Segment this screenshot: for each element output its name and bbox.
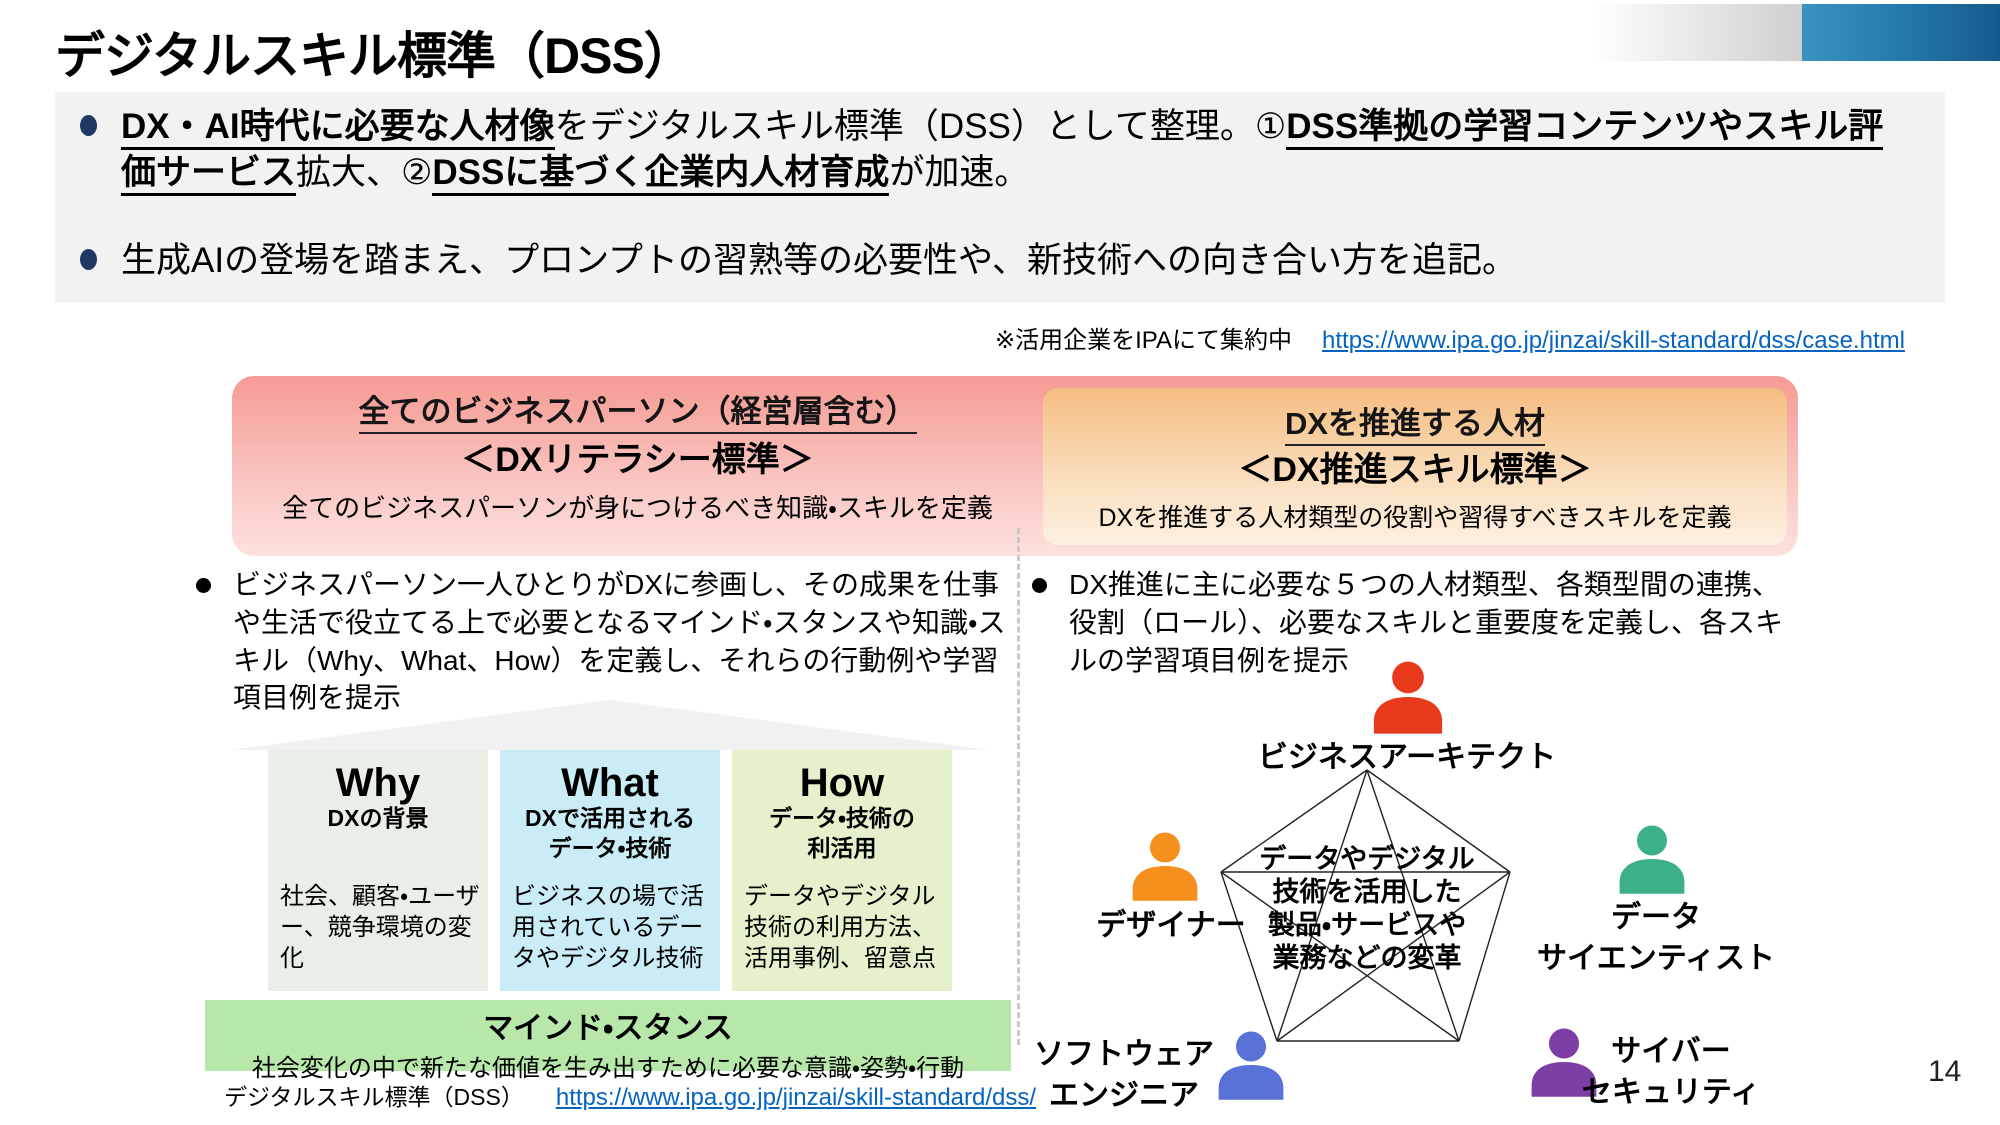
summary-bullet-1-text: DX・AI時代に必要な人材像をデジタルスキル標準（DSS）として整理。①DSS準… <box>121 104 1910 197</box>
how-subtitle: データ・技術の 利活用 <box>769 805 915 861</box>
footer-label: デジタルスキル標準（DSS） <box>224 1084 524 1110</box>
person-icon-designer <box>1132 832 1198 901</box>
mind-stance-description: 社会変化の中で新たな価値を生み出すために必要な意識・姿勢・行動 <box>251 1055 965 1082</box>
why-body: 社会、顧客・ユーザー、競争環境の変化 <box>280 883 480 973</box>
what-title: What <box>561 761 659 805</box>
summary-bullet-1: DX・AI時代に必要な人材像をデジタルスキル標準（DSS）として整理。①DSS準… <box>80 104 1910 197</box>
bullet-marker-icon <box>80 249 97 270</box>
role-label-business-architect: ビジネスアーキテクト <box>1257 741 1557 774</box>
promotion-audience-text: DXを推進する人材 <box>1284 406 1546 446</box>
bullet-marker-icon <box>80 115 97 136</box>
emphasized-text: DSS準拠の学習コンテンツやスキル評価サービス <box>121 107 1884 197</box>
role-label-cyber-security: サイバー セキュリティ <box>1581 1035 1761 1110</box>
column-divider <box>1017 528 1020 1045</box>
plain-text: をデジタルスキル標準（DSS）として整理。① <box>554 107 1287 146</box>
why-subtitle: DXの背景 <box>327 805 429 831</box>
person-icon-cyber-security <box>1531 1028 1597 1097</box>
dss-link[interactable]: https://www.ipa.go.jp/jinzai/skill-stand… <box>555 1084 1037 1111</box>
how-box: How データ・技術の 利活用 データやデジタル技術の利用方法、活用事例、留意点 <box>732 750 952 991</box>
header-gradient-blue <box>1802 4 2000 61</box>
promotion-standard-name: ＜DX推進スキル標準＞ <box>1238 451 1592 489</box>
bullet-marker-icon <box>1032 578 1047 593</box>
promotion-standard-panel <box>1043 388 1787 545</box>
bullet-marker-icon <box>196 578 211 593</box>
how-title: How <box>799 761 885 805</box>
plain-text: 拡大、② <box>296 153 433 193</box>
person-icon-data-scientist <box>1619 825 1685 894</box>
footer: デジタルスキル標準（DSS） https://www.ipa.go.jp/jinz… <box>224 1078 1036 1112</box>
case-study-link[interactable]: https://www.ipa.go.jp/jinzai/skill-stand… <box>1322 327 1905 354</box>
person-icon-software-engineer <box>1218 1031 1284 1100</box>
role-label-data-scientist: データ サイエンティスト <box>1537 901 1775 976</box>
role-label-software-engineer: ソフトウェア エンジニア <box>1034 1038 1214 1113</box>
literacy-definition: 全てのビジネスパーソンが身につけるべき知識・スキルを定義 <box>282 493 993 523</box>
what-box: What DXで活用される データ・技術 ビジネスの場で活用されているデータやデ… <box>500 750 720 991</box>
summary-bullet-2: 生成AIの登場を踏まえ、プロンプトの習熟等の必要性や、新技術への向き合い方を追記… <box>80 238 1910 284</box>
promotion-definition: DXを推進する人材類型の役割や習得すべきスキルを定義 <box>1098 504 1732 532</box>
how-body: データやデジタル技術の利用方法、活用事例、留意点 <box>744 883 936 973</box>
plain-text: が加速。 <box>889 153 1030 193</box>
pentagon-diagram <box>1220 769 1511 1042</box>
literacy-bullet: ビジネスパーソン一人ひとりがDXに参画し、その成果を仕事や生活で役立てる上で必要… <box>196 566 1018 717</box>
mind-stance-title: マインド・スタンス <box>483 1012 733 1045</box>
role-label-designer: デザイナー <box>1096 909 1246 942</box>
page-title: デジタルスキル標準（DSS） <box>55 28 694 84</box>
literacy-standard-name: ＜DXリテラシー標準＞ <box>461 441 814 479</box>
what-subtitle: DXで活用される データ・技術 <box>525 805 695 861</box>
promotion-audience: DXを推進する人材 <box>1043 398 1787 446</box>
why-box: Why DXの背景 社会、顧客・ユーザー、競争環境の変化 <box>268 750 488 991</box>
mind-stance-bar: マインド・スタンス 社会変化の中で新たな価値を生み出すために必要な意識・姿勢・行… <box>205 1000 1011 1082</box>
literacy-bullet-text: ビジネスパーソン一人ひとりがDXに参画し、その成果を仕事や生活で役立てる上で必要… <box>233 569 1006 714</box>
promotion-bullet-text: DX推進に主に必要な５つの人材類型、各類型間の連携、役割（ロール）、必要なスキル… <box>1069 569 1784 676</box>
what-body: ビジネスの場で活用されているデータやデジタル技術 <box>512 883 704 973</box>
page-number: 14 <box>1928 1055 1962 1088</box>
ipa-note-label: ※活用企業をIPAにて集約中 <box>995 327 1293 354</box>
summary-panel <box>55 92 1945 302</box>
connector-triangle <box>230 700 990 750</box>
pentagon-center-text: データやデジタル 技術を活用した 製品・サービスや 業務などの変革 <box>1259 844 1475 973</box>
literacy-audience-text: 全てのビジネスパーソン（経営層含む） <box>358 394 917 434</box>
emphasized-text: DSSに基づく企業内人材育成 <box>432 153 890 197</box>
person-icon-business-architect <box>1373 661 1443 734</box>
summary-bullet-2-text: 生成AIの登場を踏まえ、プロンプトの習熟等の必要性や、新技術への向き合い方を追記… <box>121 241 1517 280</box>
ipa-note: ※活用企業をIPAにて集約中 https://www.ipa.go.jp/jinz… <box>995 320 1905 355</box>
emphasized-text: DX・AI時代に必要な人材像 <box>121 107 555 150</box>
header-gradient-light <box>1596 4 1802 61</box>
literacy-audience: 全てのビジネスパーソン（経営層含む） <box>232 386 1043 434</box>
promotion-bullet: DX推進に主に必要な５つの人材類型、各類型間の連携、役割（ロール）、必要なスキル… <box>1032 566 1804 679</box>
why-title: Why <box>335 761 421 805</box>
